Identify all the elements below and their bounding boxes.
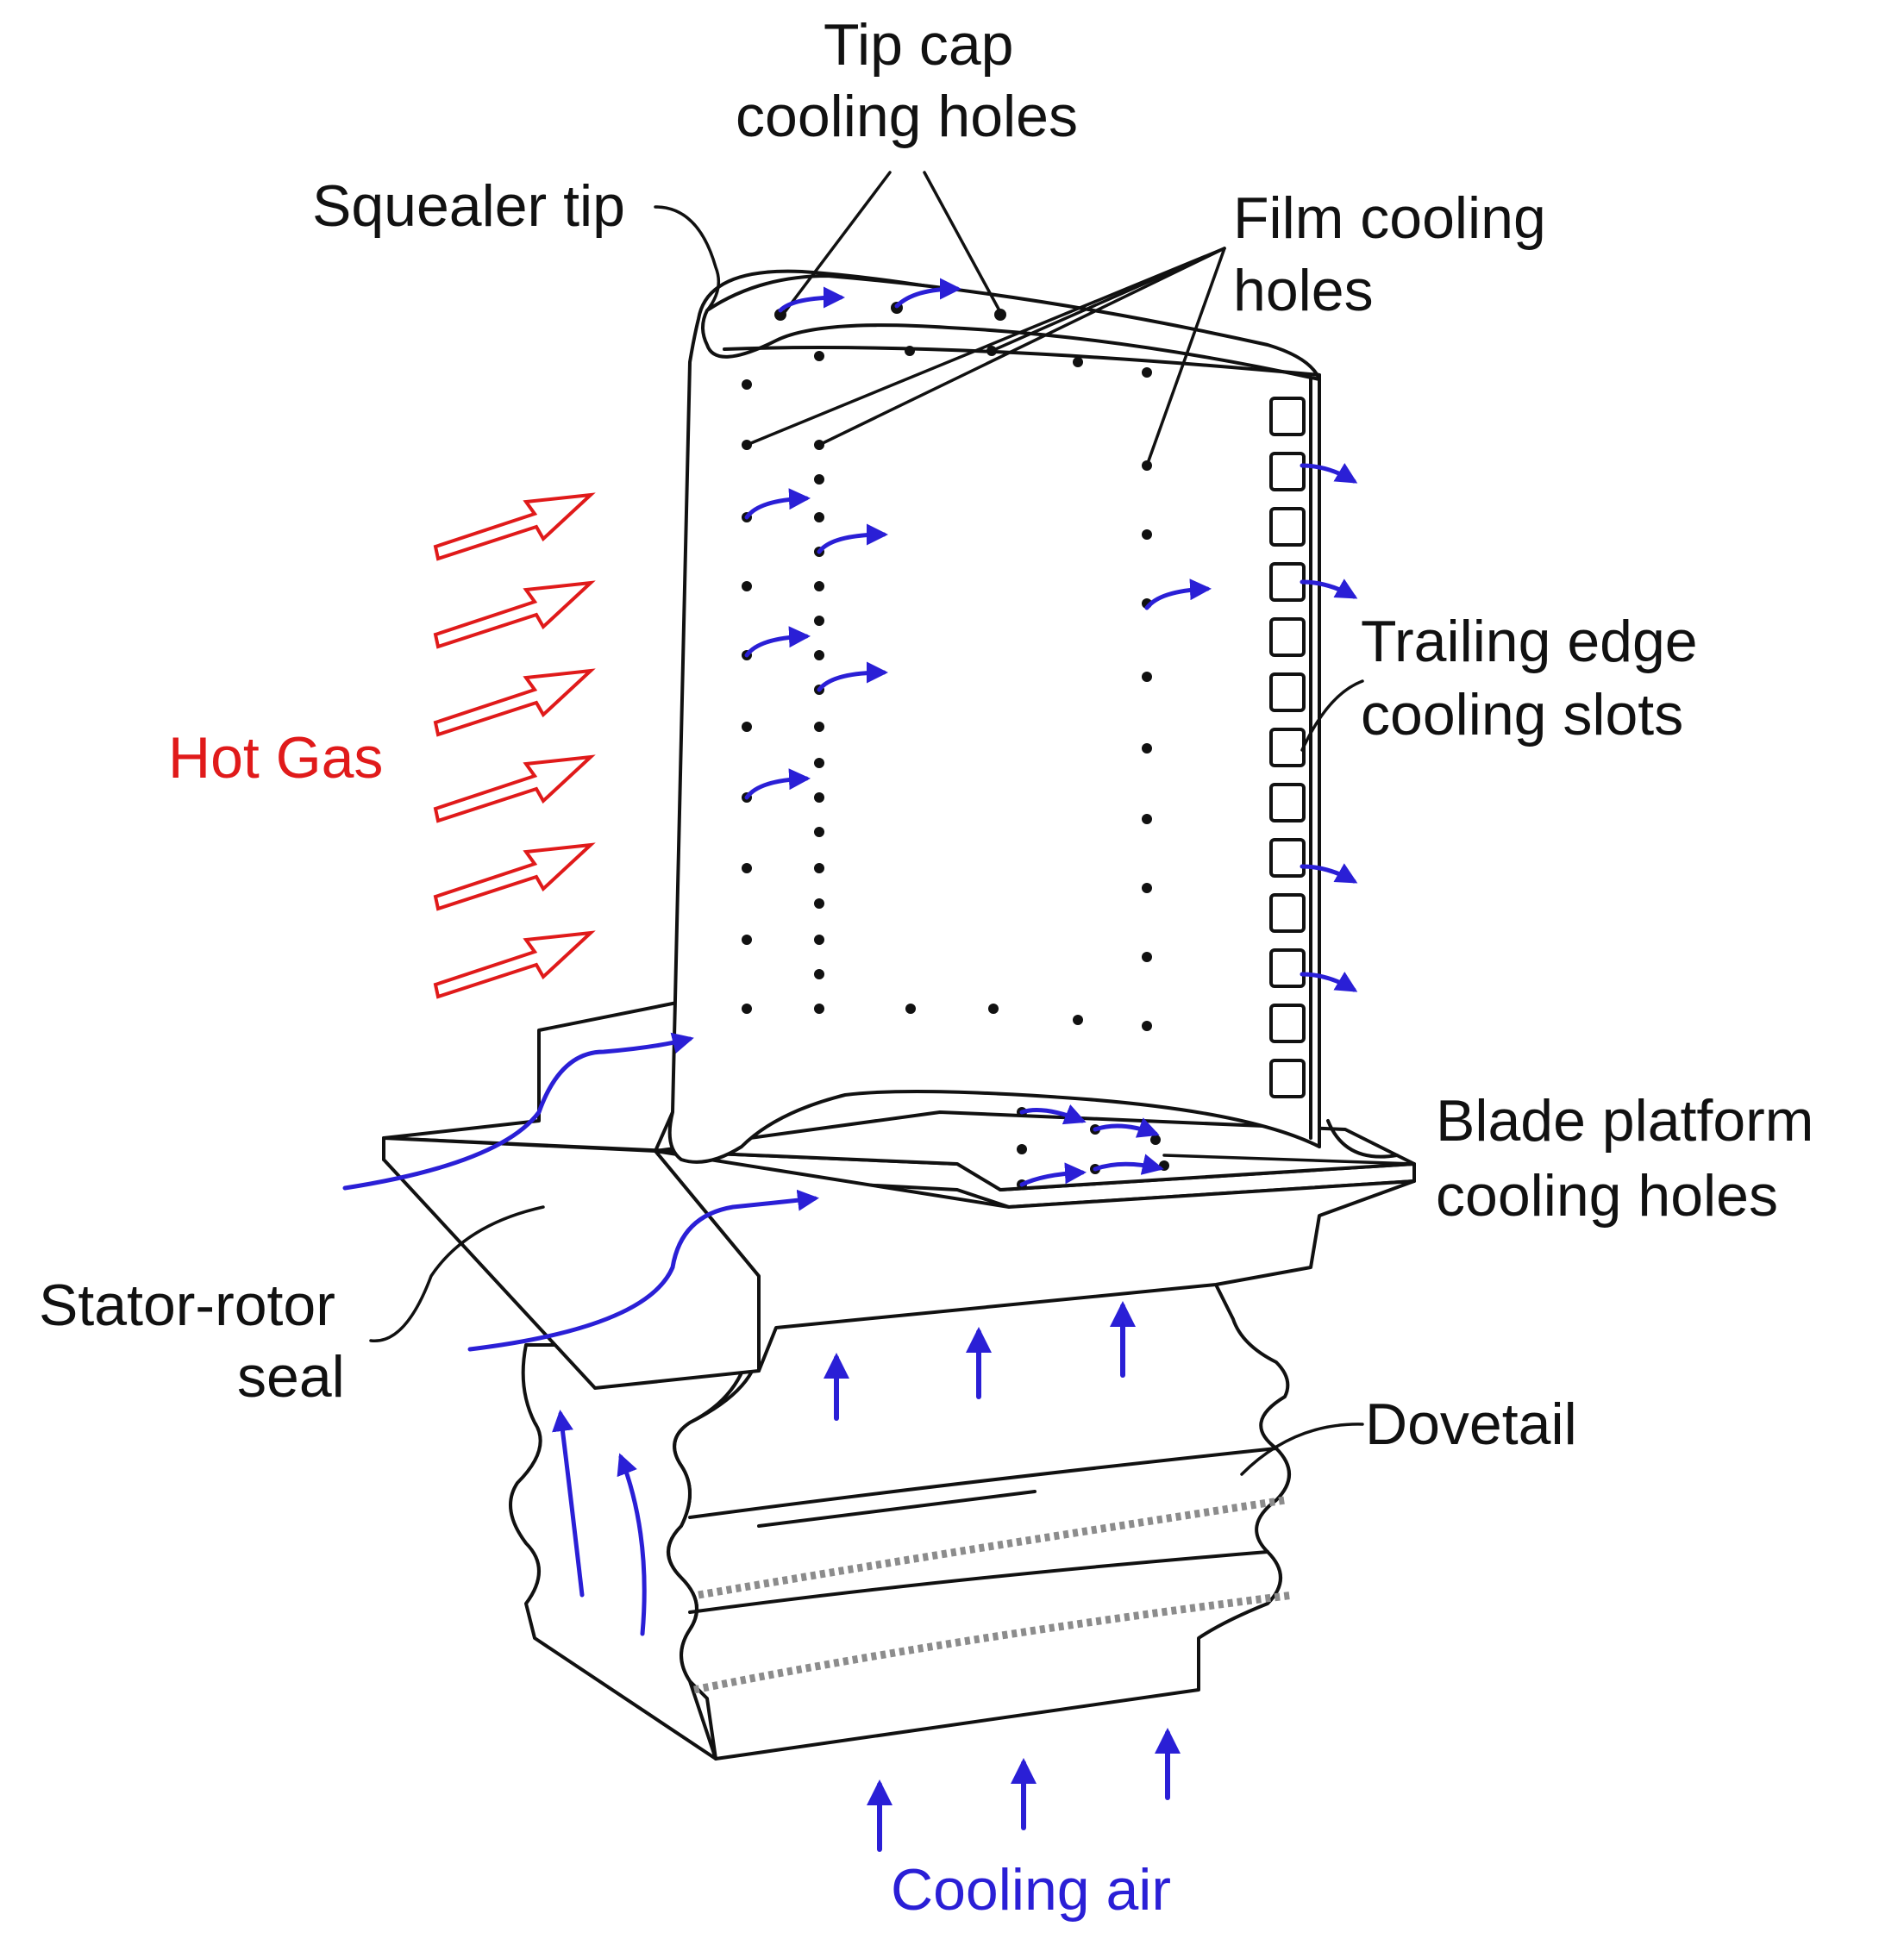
label-trailing-edge-1: Trailing edge	[1361, 609, 1698, 674]
label-hot-gas: Hot Gas	[168, 725, 383, 791]
label-trailing-edge-2: cooling slots	[1361, 682, 1683, 747]
film-cooling-holes	[742, 302, 1152, 1031]
label-dovetail: Dovetail	[1365, 1392, 1577, 1457]
leader-lines	[369, 171, 1416, 1476]
dovetail-root	[509, 1274, 1294, 1761]
trailing-edge-slots	[1269, 397, 1306, 1098]
label-squealer-tip: Squealer tip	[312, 173, 625, 239]
label-cooling-air: Cooling air	[891, 1857, 1171, 1923]
label-stator-rotor-1: Stator-rotor	[39, 1273, 335, 1338]
label-tip-cap-2: cooling holes	[736, 84, 1078, 149]
label-film-cooling-1: Film cooling	[1233, 185, 1546, 251]
label-blade-platform-1: Blade platform	[1436, 1088, 1813, 1154]
hot-gas-arrows	[433, 492, 596, 999]
label-film-cooling-2: holes	[1233, 258, 1374, 323]
labels: Tip cap cooling holes Squealer tip Film …	[39, 12, 1813, 1923]
label-blade-platform-2: cooling holes	[1436, 1163, 1778, 1229]
label-tip-cap-1: Tip cap	[824, 12, 1013, 78]
airfoil	[667, 269, 1399, 1164]
label-stator-rotor-2: seal	[237, 1344, 345, 1410]
cooling-air-flows	[342, 278, 1358, 1852]
